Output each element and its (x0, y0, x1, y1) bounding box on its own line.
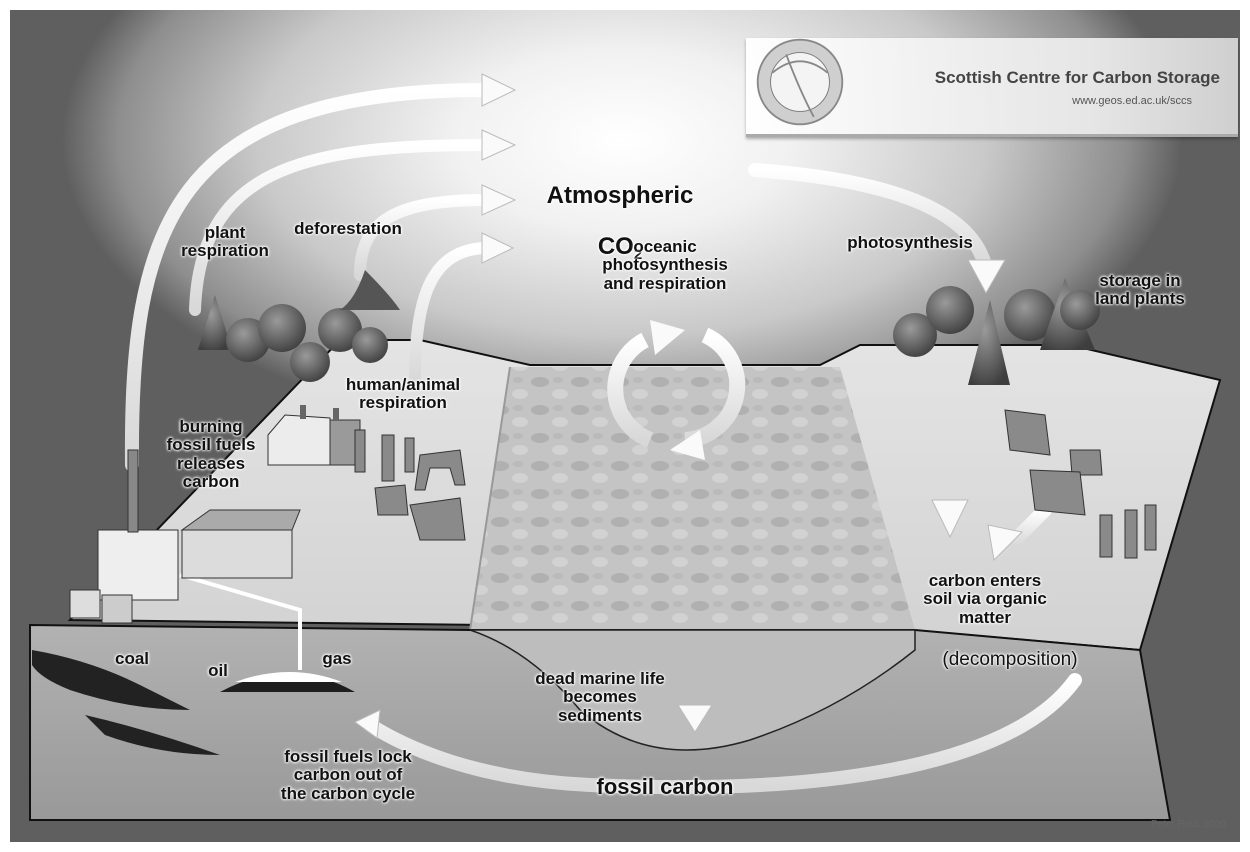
fossil-fuels-lock-label: fossil fuels lock carbon out of the carb… (268, 748, 428, 803)
atmospheric-title: Atmospheric (547, 182, 694, 209)
ocean-arrow-head-top (650, 320, 685, 355)
sccs-globe-logo (754, 36, 846, 128)
logo-title: Scottish Centre for Carbon Storage (935, 68, 1220, 88)
gas-label: gas (312, 650, 362, 668)
deforestation-label: deforestation (278, 220, 418, 238)
carbon-enters-soil-label: carbon enters soil via organic matter (905, 572, 1065, 627)
dead-marine-life-label: dead marine life becomes sediments (520, 670, 680, 725)
burning-fossil-fuels-label: burning fossil fuels releases carbon (156, 418, 266, 491)
oil-label: oil (198, 662, 238, 680)
sea (470, 367, 915, 630)
logo-banner: Scottish Centre for Carbon Storage www.g… (746, 38, 1238, 137)
oceanic-label: oceanic photosynthesis and respiration (585, 238, 745, 293)
artist-credit: Peter Reid, 2009 (1151, 819, 1226, 830)
coal-label: coal (102, 650, 162, 668)
carbon-cycle-diagram: Scottish Centre for Carbon Storage www.g… (10, 10, 1240, 842)
human-animal-respiration-label: human/animal respiration (338, 376, 468, 413)
storage-in-land-plants-label: storage in land plants (1085, 272, 1195, 309)
photosynthesis-label: photosynthesis (835, 234, 985, 252)
decomposition-label: (decomposition) (920, 650, 1100, 671)
plant-respiration-label: plant respiration (170, 224, 280, 261)
fossil-carbon-label: fossil carbon (585, 775, 745, 799)
logo-url[interactable]: www.geos.ed.ac.uk/sccs (1072, 95, 1192, 107)
